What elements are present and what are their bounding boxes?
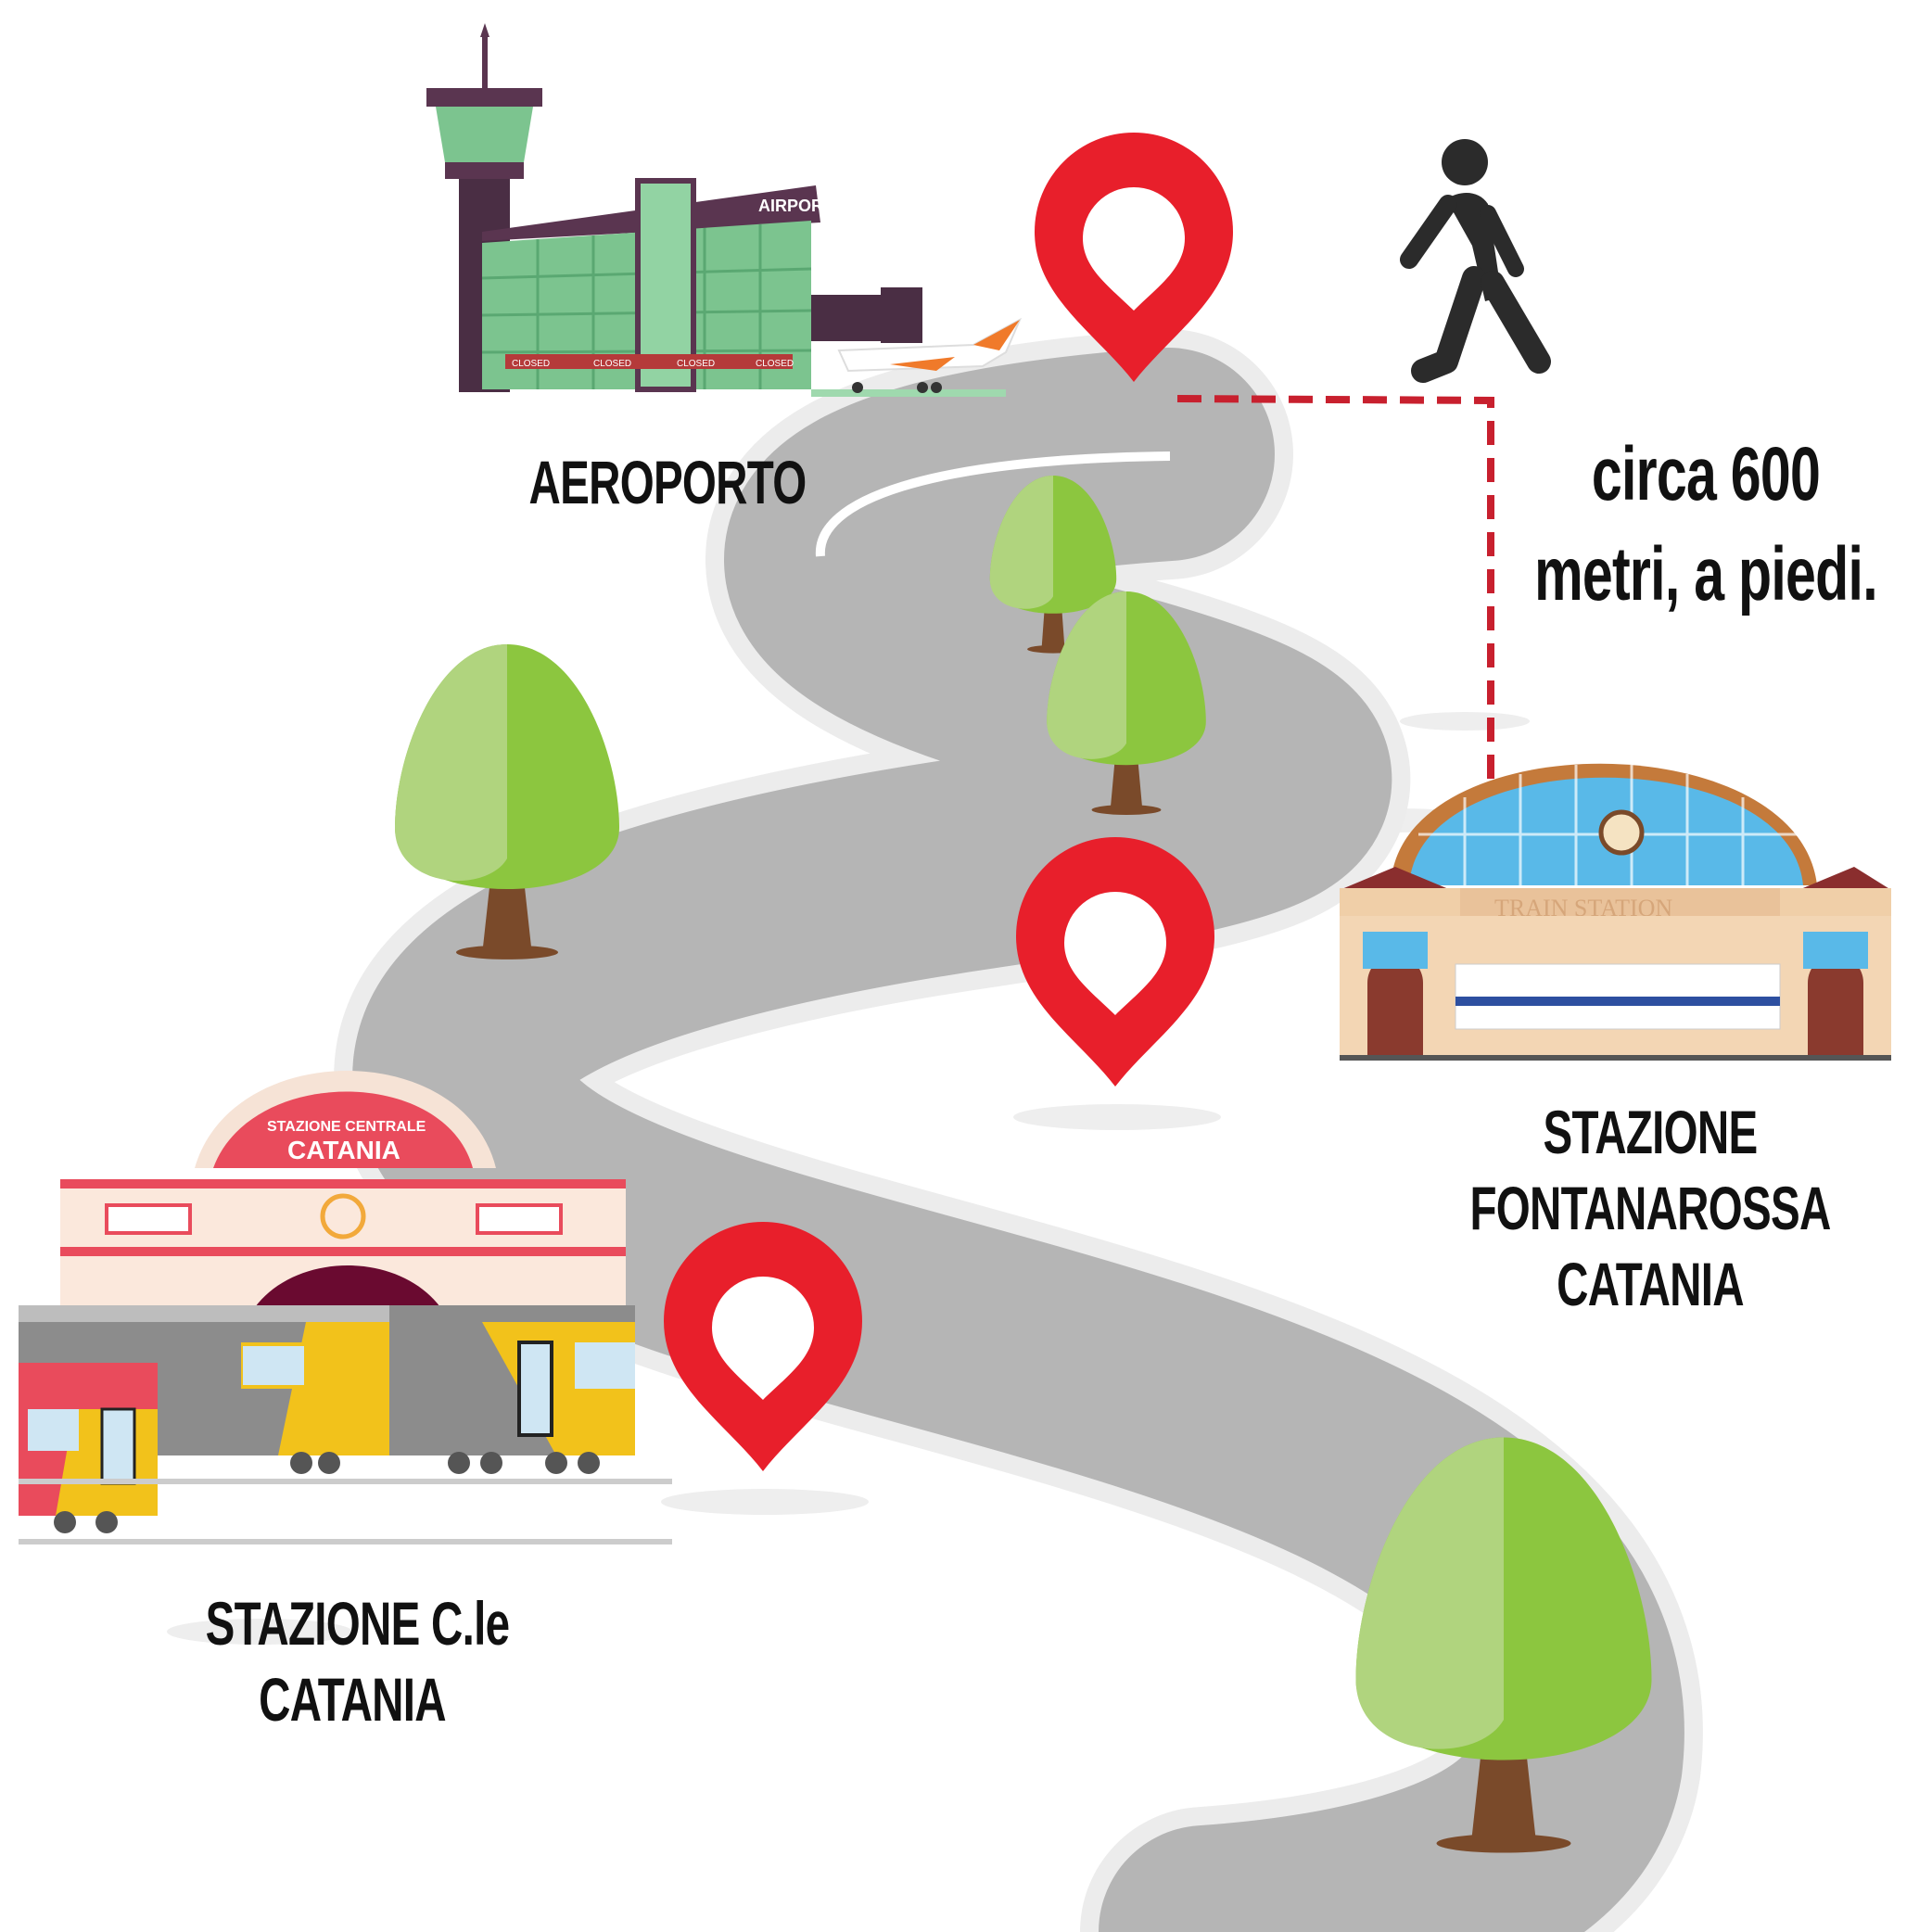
fontanarossa-label-line: FONTANAROSSA	[1469, 1174, 1831, 1242]
tree-icon	[395, 644, 619, 960]
train-icon	[19, 1305, 672, 1544]
airport-label: AEROPORTO	[521, 445, 815, 519]
fontanarossa-station-label: STAZIONE FONTANAROSSA CATANIA	[1463, 1094, 1837, 1322]
central-station-icon: STAZIONE CENTRALE CATANIA	[60, 1071, 626, 1340]
airport-label-text: AEROPORTO	[528, 448, 807, 516]
closed-sign: CLOSED	[677, 359, 715, 369]
walking-route-dashed	[1176, 395, 1494, 779]
walking-distance-line: circa 600	[1591, 432, 1821, 516]
location-pin-icon	[1016, 836, 1214, 1087]
tree-icon	[1047, 591, 1206, 816]
closed-sign: CLOSED	[593, 359, 631, 369]
tree-icon	[1355, 1437, 1652, 1853]
airport-building-icon: AIRPORT CLOSED CLOSED CLOSED CLOSED	[426, 23, 1006, 397]
airplane-icon	[837, 317, 1023, 393]
walking-distance-line: metri, a piedi.	[1534, 532, 1878, 616]
central-label-line: CATANIA	[259, 1665, 446, 1734]
central-station-sign: STAZIONE CENTRALE	[267, 1119, 426, 1135]
location-pin-icon	[1035, 132, 1233, 382]
central-station-label: STAZIONE C.le CATANIA	[205, 1585, 510, 1737]
walking-distance-label: circa 600 metri, a piedi.	[1519, 425, 1892, 625]
train-station-icon: TRAIN STATION	[1340, 763, 1891, 1061]
central-label-line: STAZIONE C.le	[205, 1589, 510, 1658]
tree-icon	[989, 476, 1117, 654]
airport-sign: AIRPORT	[758, 197, 833, 215]
road-top-edge	[815, 451, 1171, 557]
central-station-sign: CATANIA	[287, 1136, 400, 1164]
fontanarossa-label-line: STAZIONE	[1543, 1098, 1759, 1166]
walking-person-icon	[1400, 139, 1551, 383]
location-pin-icon	[664, 1221, 862, 1471]
fontanarossa-label-line: CATANIA	[1557, 1250, 1744, 1318]
closed-sign: CLOSED	[512, 359, 550, 369]
closed-sign: CLOSED	[756, 359, 794, 369]
